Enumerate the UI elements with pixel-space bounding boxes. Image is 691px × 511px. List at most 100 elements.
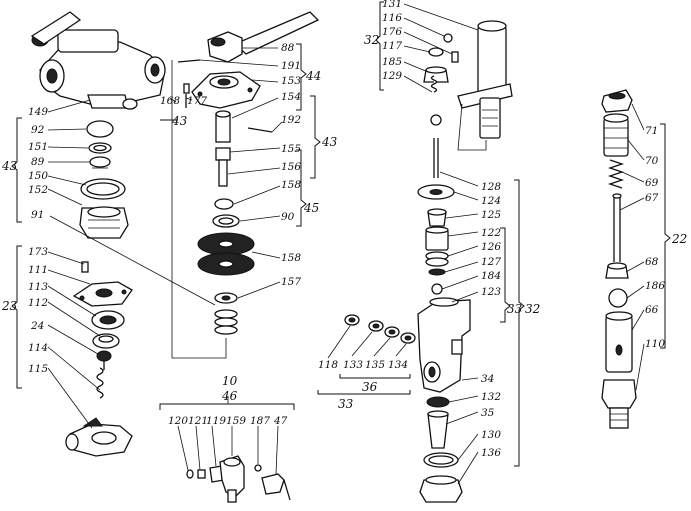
- label-120: 120: [168, 415, 188, 427]
- label-92: 92: [31, 124, 45, 136]
- rod-128: [433, 138, 439, 178]
- sleeve-122: [425, 226, 449, 251]
- spring-115: [96, 367, 104, 399]
- ring-112: [91, 310, 125, 330]
- group-label-43-right: 43: [321, 135, 338, 149]
- leaders-col8: [619, 103, 671, 391]
- label-133: 133: [343, 359, 363, 371]
- outline-bracket-center: [171, 60, 227, 359]
- label-134: 134: [388, 359, 408, 371]
- label-126: 126: [481, 241, 501, 253]
- label-132: 132: [481, 391, 501, 403]
- group-label-36: 36: [362, 380, 378, 394]
- label-67: 67: [645, 192, 659, 204]
- fitting-bottom-left: [65, 417, 133, 457]
- label-115: 115: [28, 363, 48, 375]
- label-122: 122: [481, 227, 501, 239]
- disk-124: [417, 184, 455, 200]
- sleeve-70: [603, 113, 629, 157]
- tap-assembly-bottom: [159, 396, 295, 503]
- label-121: 121: [188, 415, 208, 427]
- label-173: 173: [28, 246, 48, 258]
- label-112: 112: [28, 297, 48, 309]
- label-177: 177: [187, 95, 207, 107]
- handle-88: [207, 11, 320, 63]
- label-184: 184: [481, 270, 501, 282]
- label-24: 24: [30, 320, 44, 332]
- group-label-22: 22: [671, 232, 687, 246]
- label-69: 69: [645, 177, 659, 189]
- label-168: 168: [160, 95, 180, 107]
- label-158b: 158: [281, 252, 301, 264]
- label-68: 68: [645, 256, 659, 268]
- label-130: 130: [481, 429, 501, 441]
- label-131: 131: [382, 0, 402, 10]
- nut-136: [419, 475, 463, 503]
- label-35: 35: [481, 407, 495, 419]
- cup-125: [427, 208, 447, 227]
- leaders-col1: [11, 99, 216, 306]
- ring-89: [89, 156, 111, 169]
- label-123: 123: [481, 286, 501, 298]
- label-91: 91: [31, 209, 44, 221]
- label-191: 191: [281, 60, 301, 72]
- cylinder-131: [457, 20, 513, 139]
- label-110: 110: [645, 338, 665, 350]
- label-159: 159: [226, 415, 246, 427]
- ring-127: [428, 268, 446, 276]
- valve-24: [92, 333, 120, 349]
- label-66: 66: [645, 304, 659, 316]
- small-parts-116-176: [443, 33, 459, 63]
- screw-155: [215, 147, 231, 187]
- label-151: 151: [28, 141, 48, 153]
- leaders-col4: [375, 1, 487, 151]
- diaphragm-158: [197, 232, 255, 276]
- stem-154: [215, 110, 231, 143]
- label-150: 150: [28, 170, 48, 182]
- spring-69: [607, 159, 625, 189]
- pin-173: [81, 261, 89, 273]
- group-label-44: 44: [305, 69, 321, 83]
- ring-126: [425, 251, 449, 267]
- label-186: 186: [645, 280, 665, 292]
- ring-90: [212, 214, 240, 228]
- label-90: 90: [281, 211, 295, 223]
- label-118: 118: [318, 359, 338, 371]
- label-176: 176: [382, 26, 402, 38]
- ring-151: [88, 142, 112, 154]
- nut-152: [79, 206, 129, 239]
- group-label-33-right: 33: [507, 302, 523, 316]
- group-label-32-top: 32: [364, 33, 379, 47]
- gasket-150: [80, 178, 126, 200]
- label-70: 70: [645, 155, 659, 167]
- label-127: 127: [481, 256, 501, 268]
- group-label-46: 46: [221, 389, 238, 403]
- bracket-113: [72, 281, 133, 307]
- label-156: 156: [281, 161, 301, 173]
- group-label-43-center: 43: [171, 114, 188, 128]
- label-111: 111: [28, 264, 48, 276]
- misc-168-177: [183, 83, 190, 108]
- body-66: [605, 311, 633, 373]
- group-label-10: 10: [222, 374, 238, 388]
- ring-132: [426, 396, 450, 408]
- label-158a: 158: [281, 179, 301, 191]
- label-117: 117: [382, 40, 402, 52]
- valve-body-assembly: [30, 11, 166, 110]
- label-129: 129: [382, 70, 402, 82]
- washer-158: [214, 198, 234, 210]
- label-128: 128: [481, 181, 501, 193]
- label-34: 34: [481, 373, 494, 385]
- label-119: 119: [206, 415, 226, 427]
- label-187: 187: [250, 415, 270, 427]
- pin-191: [177, 59, 201, 63]
- leaders-col6: [317, 325, 411, 395]
- label-47: 47: [273, 415, 288, 427]
- label-88: 88: [281, 42, 295, 54]
- label-116: 116: [382, 12, 402, 24]
- nut-185: [423, 66, 449, 83]
- leaders-col7: [177, 425, 279, 475]
- fitting-110: [601, 379, 637, 429]
- label-71: 71: [645, 125, 658, 137]
